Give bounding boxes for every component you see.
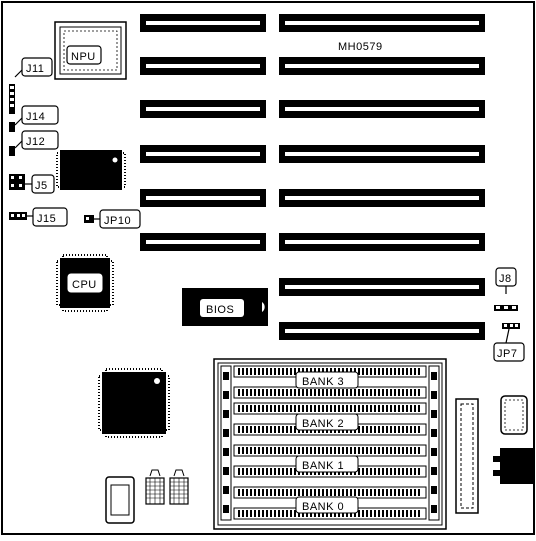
expansion-slot <box>140 233 266 251</box>
expansion-slot <box>140 189 266 207</box>
bios-label: BIOS <box>206 304 234 316</box>
jp7-label: JP7 <box>497 348 517 360</box>
jumper-j15: J15 <box>9 207 68 227</box>
j14-label: J14 <box>26 111 45 123</box>
expansion-slot <box>279 14 485 32</box>
expansion-slot <box>279 100 485 118</box>
jumper-j11: J11 <box>9 57 53 114</box>
npu-label: NPU <box>71 51 96 63</box>
j5-label: J5 <box>35 180 48 192</box>
simm-slot <box>233 486 427 499</box>
jumper-j12: J12 <box>9 130 59 156</box>
simm-slots <box>233 365 427 520</box>
power-connector <box>455 398 479 514</box>
jumper-jp10: JP10 <box>84 209 141 229</box>
expansion-slot <box>140 100 266 118</box>
jumper-j14: J14 <box>9 105 59 132</box>
memory-bank-area: BANK 3 BANK 2 BANK 1 BANK 0 <box>213 358 447 530</box>
expansion-slot <box>279 322 485 340</box>
j11-label: J11 <box>26 63 44 75</box>
bios-chip: BIOS <box>182 288 268 326</box>
expansion-slot <box>140 57 266 75</box>
simm-slot <box>233 386 427 399</box>
model-number: MH0579 <box>338 41 383 53</box>
expansion-slot <box>140 145 266 163</box>
bank-3-label: BANK 3 <box>302 376 344 388</box>
expansion-slot <box>279 189 485 207</box>
bank-1-label: BANK 1 <box>302 460 344 472</box>
jp10-label: JP10 <box>104 215 131 227</box>
jumper-j8: J8 <box>494 267 518 311</box>
battery <box>105 476 135 524</box>
jumper-jp7: JP7 <box>493 323 525 362</box>
simm-latches-right <box>428 365 440 521</box>
expansion-slot <box>279 278 485 296</box>
controller-chip <box>98 368 170 438</box>
simm-latches-left <box>220 365 232 521</box>
jumper-j5: J5 <box>9 174 55 194</box>
cpu-label: CPU <box>72 279 97 291</box>
expansion-slots-left <box>140 14 266 251</box>
expansion-slot <box>279 233 485 251</box>
crystal-oscillator <box>145 469 189 505</box>
j15-label: J15 <box>37 213 56 225</box>
j12-label: J12 <box>26 136 45 148</box>
bank-0-label: BANK 0 <box>302 501 344 513</box>
expansion-slot <box>140 14 266 32</box>
npu-socket: NPU <box>54 21 127 80</box>
simm-slot <box>233 402 427 415</box>
j8-label: J8 <box>499 273 512 285</box>
simm-slot <box>233 444 427 457</box>
expansion-slots-right <box>279 14 485 340</box>
keyboard-connector <box>493 395 534 484</box>
chipset-chip <box>56 150 126 190</box>
expansion-slot <box>279 57 485 75</box>
cpu-chip: CPU <box>56 254 114 312</box>
expansion-slot <box>279 145 485 163</box>
bank-2-label: BANK 2 <box>302 418 344 430</box>
